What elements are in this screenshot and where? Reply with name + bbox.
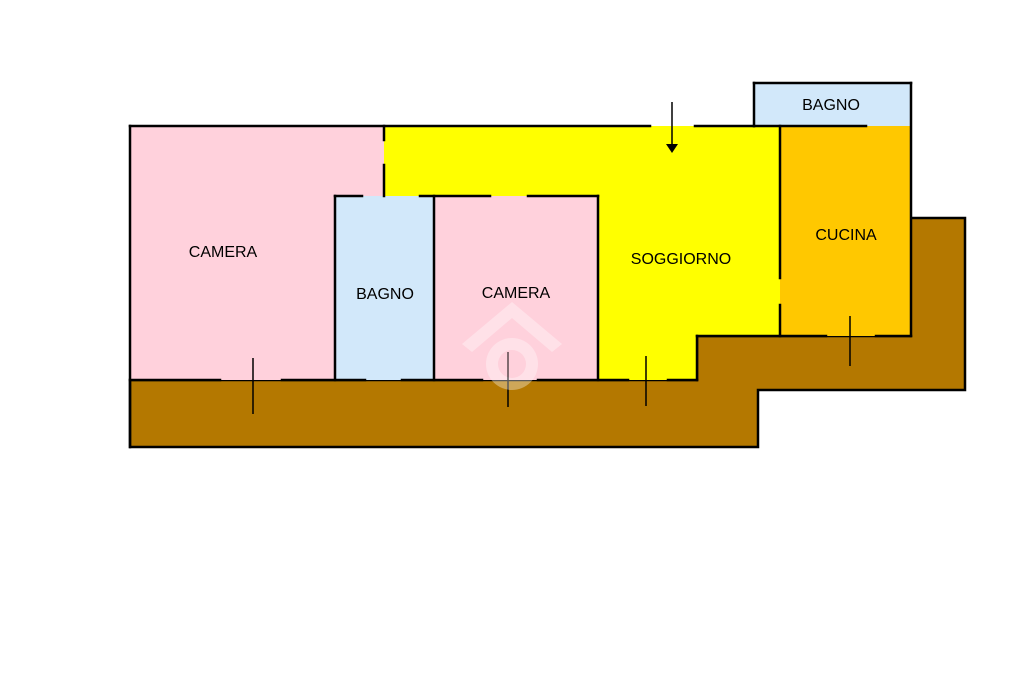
label-bagno-top: BAGNO (802, 97, 860, 114)
room-camera-center (434, 196, 598, 380)
door-marks (252, 316, 851, 414)
label-camera-center: CAMERA (482, 285, 551, 302)
label-bagno-center: BAGNO (356, 286, 414, 303)
room-bagno-center (335, 196, 434, 380)
walls (128, 81, 913, 449)
room-cucina (780, 126, 911, 336)
entrance-arrow-icon (666, 102, 678, 153)
house-watermark-icon (462, 302, 562, 390)
room-soggiorno (384, 126, 780, 380)
room-camera-left-ext (130, 196, 335, 380)
room-bagno-top (754, 83, 911, 126)
label-cucina: CUCINA (815, 227, 877, 244)
label-soggiorno: SOGGIORNO (631, 251, 731, 268)
label-camera-left: CAMERA (189, 244, 258, 261)
